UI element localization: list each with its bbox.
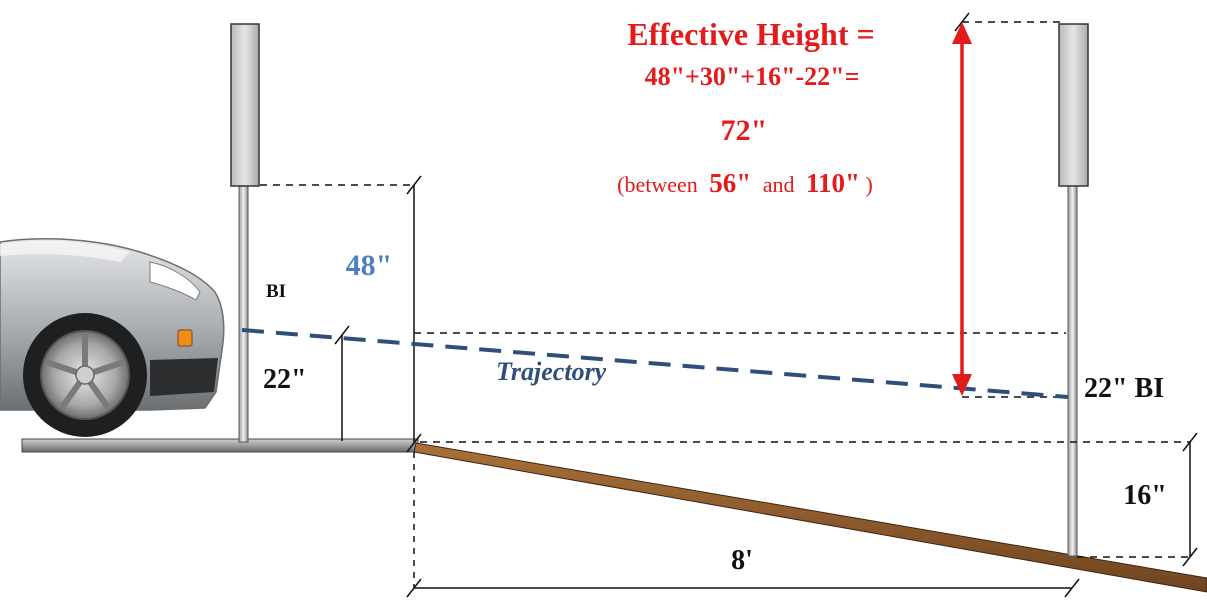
trajectory-label: Trajectory: [496, 357, 607, 386]
dimension-lines: [260, 12, 1198, 598]
range-high: 110": [806, 168, 860, 198]
effective-height-equation: 48"+30"+16"-22"=: [645, 62, 860, 91]
right-post: [1058, 23, 1089, 557]
range-suffix: ): [866, 172, 873, 197]
effective-height-range: (between 56" and 110" ): [617, 168, 873, 198]
effective-height-title: Effective Height =: [627, 16, 874, 52]
range-mid: and: [763, 172, 795, 197]
bumper-height-label: 22": [263, 364, 307, 395]
left-post: [230, 23, 260, 443]
bi-left-label: BI: [266, 281, 286, 302]
drop-height-label: 16": [1123, 480, 1167, 511]
ground-slab: [21, 438, 419, 453]
ramp: [413, 442, 1207, 593]
trajectory-line: [241, 328, 1069, 399]
post-height-label: 48": [346, 249, 393, 282]
effective-height-result: 72": [721, 114, 768, 147]
range-low: 56": [709, 168, 751, 198]
distance-label: 8': [731, 545, 753, 576]
effective-height-arrow: [952, 22, 972, 396]
bi-right-label: 22" BI: [1084, 373, 1164, 404]
range-prefix: (between: [617, 172, 698, 197]
car-illustration: [0, 238, 225, 437]
